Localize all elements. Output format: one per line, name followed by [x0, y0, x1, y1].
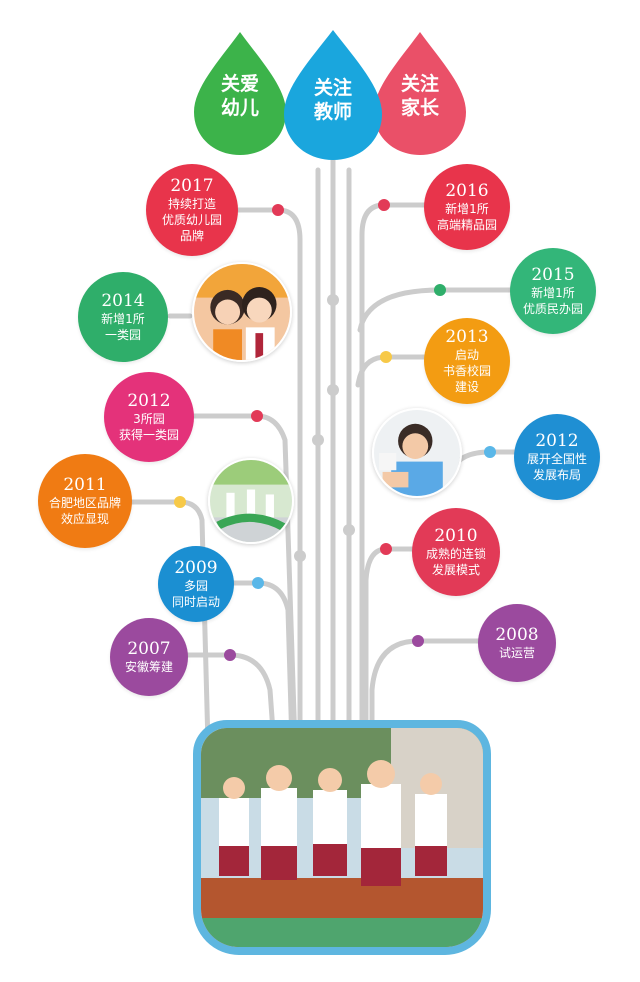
milestone-2014: 2014 新增1所一类园: [78, 272, 168, 362]
children-playing-photo: [208, 458, 294, 544]
milestone-text: 启动书香校园建设: [442, 348, 491, 394]
milestone-year: 2013: [445, 327, 489, 347]
milestone-text: 安徽筹建: [124, 660, 173, 674]
milestone-text: 新增1所优质民办园: [522, 286, 583, 316]
milestone-2012b: 2012 展开全国性发展布局: [514, 414, 600, 500]
leaf-label-teachers: 关注教师: [313, 77, 352, 123]
branch-end-dots: [174, 199, 496, 661]
dot-2015: [434, 284, 446, 296]
milestone-year: 2012: [535, 431, 579, 451]
dot-2010: [380, 543, 392, 555]
dot-2008: [412, 635, 424, 647]
dot-2007: [224, 649, 236, 661]
milestone-2013: 2013 启动书香校园建设: [424, 318, 510, 404]
milestone-year: 2011: [63, 475, 107, 495]
milestone-2012a: 2012 3所园获得一类园: [104, 372, 194, 462]
milestone-text: 展开全国性发展布局: [526, 452, 587, 482]
dot-2012a: [251, 410, 263, 422]
dot-2017: [272, 204, 284, 216]
milestone-text: 合肥地区品牌效应显现: [48, 496, 121, 526]
leaf-care-teachers: [284, 30, 382, 160]
node-dot: [312, 434, 324, 446]
milestone-text: 试运营: [498, 646, 535, 660]
milestone-year: 2010: [434, 526, 478, 546]
leaf-care-parents: [374, 32, 466, 155]
node-dot: [327, 384, 339, 396]
boy-photo: [372, 408, 462, 498]
milestone-text: 新增1所一类园: [101, 312, 145, 342]
milestone-year: 2014: [101, 291, 145, 311]
milestone-2011: 2011 合肥地区品牌效应显现: [38, 454, 132, 548]
leaf-label-children: 关爱幼儿: [220, 73, 259, 119]
branch-2013: [355, 354, 431, 388]
milestone-text: 多园同时启动: [171, 579, 220, 609]
milestone-year: 2015: [531, 265, 575, 285]
milestone-year: 2017: [170, 176, 214, 196]
node-dot: [343, 524, 355, 536]
milestone-text: 3所园获得一类园: [118, 412, 179, 442]
milestone-year: 2008: [495, 625, 539, 645]
milestone-2010: 2010 成熟的连锁发展模式: [412, 508, 500, 596]
milestone-text: 成熟的连锁发展模式: [425, 547, 486, 577]
branch-2015: [357, 287, 517, 333]
leaf-label-parents: 关注家长: [400, 73, 439, 119]
milestone-year: 2009: [174, 558, 218, 578]
milestone-text: 新增1所高端精品园: [436, 202, 497, 232]
dot-2012b: [484, 446, 496, 458]
dot-2016: [378, 199, 390, 211]
dot-2013: [380, 351, 392, 363]
milestone-year: 2012: [127, 391, 171, 411]
leaf-care-children: [194, 32, 286, 155]
milestone-text: 持续打造优质幼儿园品牌: [161, 197, 222, 243]
milestone-year: 2016: [445, 181, 489, 201]
milestone-2009: 2009 多园同时启动: [158, 546, 234, 622]
node-dot: [294, 550, 306, 562]
girls-photo: [192, 262, 292, 362]
milestone-year: 2007: [127, 639, 171, 659]
dot-2009: [252, 577, 264, 589]
milestone-2016: 2016 新增1所高端精品园: [424, 164, 510, 250]
trunk-nodes: [294, 294, 355, 562]
node-dot: [327, 294, 339, 306]
milestone-2015: 2015 新增1所优质民办园: [510, 248, 596, 334]
dot-2011: [174, 496, 186, 508]
pot-photo: [193, 720, 491, 955]
milestone-2007: 2007 安徽筹建: [110, 618, 188, 696]
milestone-2008: 2008 试运营: [478, 604, 556, 682]
leaves: [194, 30, 466, 160]
milestone-2017: 2017 持续打造优质幼儿园品牌: [146, 164, 238, 256]
